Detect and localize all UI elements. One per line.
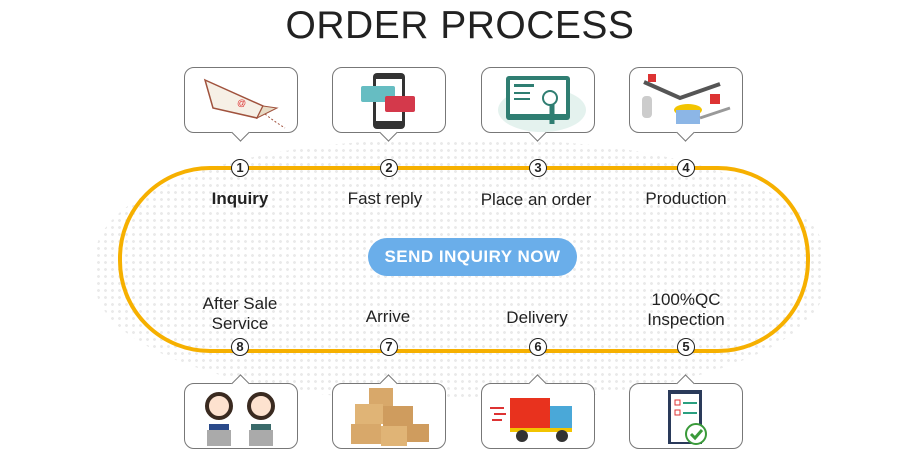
- step-number-4: 4: [677, 159, 695, 177]
- step-number-6: 6: [529, 338, 547, 356]
- step-number-2: 2: [380, 159, 398, 177]
- svg-text:@: @: [237, 98, 246, 108]
- inquiry-icon-box: @: [184, 67, 298, 142]
- send-inquiry-button[interactable]: SEND INQUIRY NOW: [368, 238, 577, 276]
- place-order-icon-box: [481, 67, 595, 142]
- step-number-8: 8: [231, 338, 249, 356]
- phone-chat-icon: [361, 73, 415, 129]
- page-title: ORDER PROCESS: [285, 4, 635, 47]
- qc-line-2: Inspection: [647, 310, 725, 329]
- step-number-5: 5: [677, 338, 695, 356]
- after-sale-line-1: After Sale: [202, 294, 278, 313]
- step-number-7: 7: [380, 338, 398, 356]
- step-label-arrive: Arrive: [365, 307, 411, 326]
- support-agents-icon: [205, 392, 275, 446]
- after-sale-line-2: Service: [211, 314, 269, 333]
- process-loop: [118, 166, 810, 353]
- step-label-place-order: Place an order: [480, 190, 592, 209]
- factory-line-icon: [642, 74, 731, 124]
- step-number-3: 3: [529, 159, 547, 177]
- step-label-delivery: Delivery: [506, 308, 568, 327]
- arrive-icon-box: [332, 374, 446, 449]
- qc-line-1: 100%QC: [651, 290, 721, 309]
- boxes-icon: [351, 388, 429, 446]
- delivery-icon-box: [481, 374, 595, 449]
- step-label-production: Production: [645, 189, 727, 208]
- tablet-cart-icon: [498, 76, 586, 132]
- after-sale-icon-box: [184, 374, 298, 449]
- clipboard-check-icon: [668, 390, 707, 445]
- fast-reply-icon-box: [332, 67, 446, 142]
- step-label-inquiry: Inquiry: [211, 189, 269, 208]
- step-label-fast-reply: Fast reply: [347, 189, 423, 208]
- step-number-1: 1: [231, 159, 249, 177]
- production-icon-box: [629, 67, 743, 142]
- paper-plane-mail-icon: @: [203, 78, 286, 129]
- truck-icon: [490, 398, 572, 442]
- qc-icon-box: [629, 374, 743, 449]
